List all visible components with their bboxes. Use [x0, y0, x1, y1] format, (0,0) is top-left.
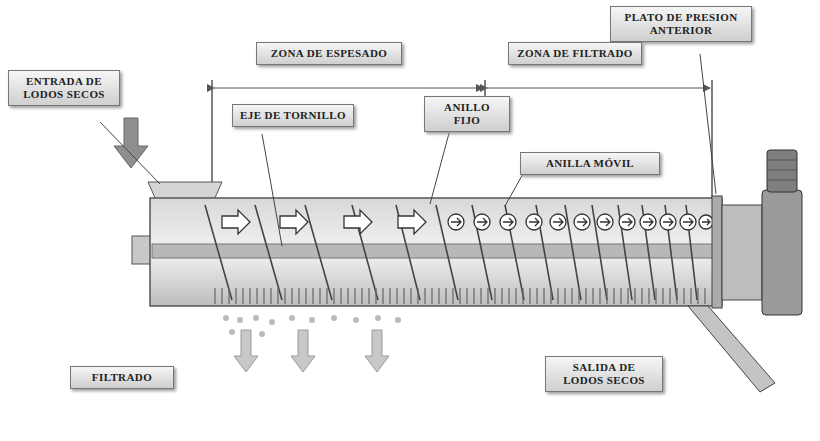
label-text: ENTRADA DE LODOS SECOS: [15, 75, 113, 101]
label-text: ANILLO FIJO: [431, 101, 503, 127]
label-box: ZONA DE ESPESADO: [256, 42, 402, 65]
inlet-arrow: [114, 118, 148, 168]
shaft-end: [132, 236, 152, 264]
label-box: ANILLA MÓVIL: [520, 152, 660, 175]
label-box: ENTRADA DE LODOS SECOS: [8, 70, 120, 106]
pressure-plate: [712, 196, 722, 308]
label-box: EJE DE TORNILLO: [232, 104, 354, 127]
zone-limit: [711, 80, 713, 210]
drop: [253, 315, 259, 321]
filtrate-arrow: [365, 330, 389, 372]
filtrate-arrow: [234, 330, 258, 372]
label-text: FILTRADO: [77, 371, 167, 384]
label-box: ZONA DE FILTRADO: [508, 42, 642, 65]
gearbox: [722, 205, 762, 300]
screw-shaft: [152, 244, 720, 258]
label-text: EJE DE TORNILLO: [239, 109, 347, 122]
discharge-chute: [688, 306, 775, 392]
drop: [269, 319, 275, 325]
flow-arrow-marks: [451, 218, 710, 226]
flow-arrow: [344, 210, 372, 234]
motor: [767, 150, 797, 192]
drop: [309, 317, 315, 323]
drop: [223, 315, 229, 321]
leader-line: [262, 134, 282, 246]
label-box: ANILLO FIJO: [424, 96, 510, 132]
flow-arrow: [222, 210, 250, 234]
label-box: PLATO DE PRESION ANTERIOR: [610, 6, 752, 42]
leader-line: [505, 172, 524, 206]
label-text: ZONA DE ESPESADO: [263, 47, 395, 60]
drop: [353, 317, 359, 323]
press-body: [150, 198, 722, 306]
leader-line: [700, 54, 716, 194]
drop: [259, 331, 265, 337]
drop: [289, 315, 295, 321]
drop: [375, 315, 381, 321]
ring-stack: [215, 288, 705, 304]
drop: [229, 329, 235, 335]
label-text: ZONA DE FILTRADO: [515, 47, 635, 60]
dimension-line: [487, 88, 710, 89]
screw-flights: [205, 205, 697, 300]
label-text: PLATO DE PRESION ANTERIOR: [617, 11, 745, 37]
leader-line: [430, 122, 452, 204]
label-text: ANILLA MÓVIL: [527, 157, 653, 170]
dimension-line: [214, 88, 483, 89]
label-box: FILTRADO: [70, 366, 174, 389]
leader-line: [100, 122, 160, 184]
drop: [237, 317, 243, 323]
drop: [395, 317, 401, 323]
label-text: SALIDA DE LODOS SECOS: [552, 361, 656, 387]
gear-motor: [762, 190, 802, 315]
flow-arrow: [280, 210, 308, 234]
pressure-arrows: [448, 214, 713, 230]
flow-arrow: [398, 210, 426, 234]
filtrate-arrow: [291, 330, 315, 372]
label-box: SALIDA DE LODOS SECOS: [545, 356, 663, 392]
motor-fins: [767, 160, 797, 180]
drop: [331, 315, 337, 321]
